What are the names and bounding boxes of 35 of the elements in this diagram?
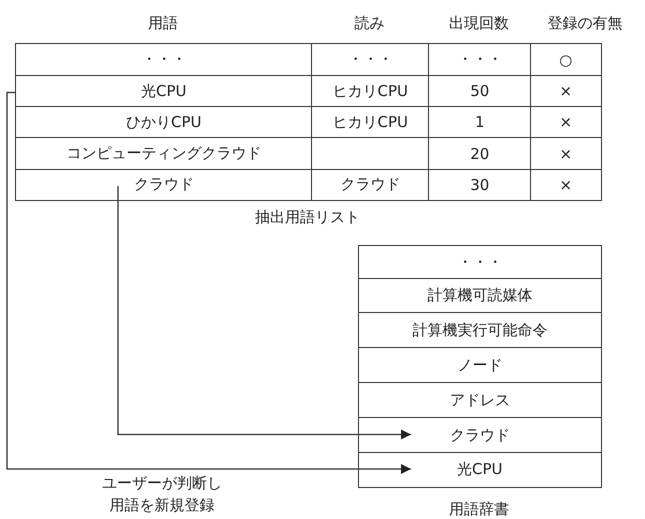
table-cell: 50	[428, 75, 532, 108]
dictionary-row: アドレス	[358, 382, 602, 418]
table-cell: 30	[428, 169, 532, 200]
table-cell: ヒカリCPU	[311, 75, 430, 108]
table-cell: ・・・	[15, 43, 312, 76]
table-cell: ひかりCPU	[15, 106, 312, 138]
arrow	[117, 186, 411, 440]
table-cell: ヒカリCPU	[311, 106, 430, 138]
note-text: ユーザーが判断し用語を新規登録	[101, 473, 223, 516]
dictionary-row: ・・・	[358, 245, 602, 280]
column-header: 登録の有無	[546, 14, 624, 33]
table-cell: ×	[530, 137, 602, 170]
table-cell: ・・・	[311, 43, 430, 76]
arrow	[6, 92, 411, 474]
table-cell: 光CPU	[15, 75, 312, 108]
table-cell: ×	[530, 169, 602, 200]
dictionary-row: 計算機実行可能命令	[358, 312, 602, 348]
table-cell: ○	[530, 43, 602, 76]
dictionary-row: ノード	[358, 347, 602, 384]
dictionary-row: 光CPU	[358, 452, 602, 488]
dictionary-row: 計算機可読媒体	[358, 278, 602, 314]
table-cell: コンピューティングクラウド	[15, 137, 312, 170]
table-caption: 抽出用語リスト	[254, 208, 361, 227]
table-cell: 1	[428, 106, 532, 138]
table-cell: クラウド	[15, 169, 312, 200]
table-cell: ×	[530, 106, 602, 138]
table-cell: クラウド	[311, 169, 430, 200]
column-header: 用語	[147, 14, 179, 33]
table-cell: 20	[428, 137, 532, 170]
table-cell: ・・・	[428, 43, 532, 76]
column-header: 出現回数	[448, 14, 510, 33]
table-caption: 用語辞書	[448, 500, 510, 519]
table-cell: ×	[530, 75, 602, 108]
column-header: 読み	[354, 14, 386, 33]
dictionary-row: クラウド	[358, 417, 602, 454]
